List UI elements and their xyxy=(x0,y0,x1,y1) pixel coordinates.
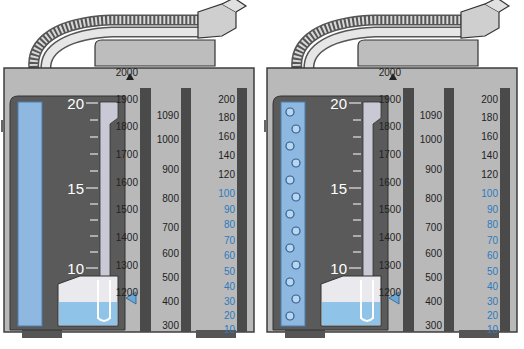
air-bubble xyxy=(292,193,300,201)
volume-scale-number: 50 xyxy=(224,267,235,277)
volume-scale-number: 400 xyxy=(162,297,179,307)
volume-scale-number: 1200 xyxy=(379,288,401,298)
air-bubble xyxy=(292,227,300,235)
volume-scale-number: 200 xyxy=(481,95,498,105)
volume-scale-number: 300 xyxy=(162,321,179,331)
volume-scale-number: 800 xyxy=(162,194,179,204)
air-bubble xyxy=(286,176,294,184)
volume-scale-number: 900 xyxy=(425,165,442,175)
volume-scale-number: 500 xyxy=(162,273,179,283)
volume-scale-number: 30 xyxy=(224,297,235,307)
air-bubble xyxy=(286,278,294,286)
volume-scale-number: 1700 xyxy=(379,150,401,160)
volume-scale-number: 1600 xyxy=(379,178,401,188)
air-bubble xyxy=(292,125,300,133)
volume-scale-number: 120 xyxy=(481,170,498,180)
volume-scale-number: 200 xyxy=(218,95,235,105)
volume-scale-number: 1000 xyxy=(157,135,179,145)
air-bubble xyxy=(292,159,300,167)
volume-scale-number: 1200 xyxy=(116,288,138,298)
volume-scale-number: 2000 xyxy=(116,68,138,78)
volume-scale-number: 180 xyxy=(481,113,498,123)
volume-scale-number: 700 xyxy=(162,223,179,233)
volume-scale-number: 1300 xyxy=(379,261,401,271)
volume-scale-number: 1800 xyxy=(379,122,401,132)
drainage-unit xyxy=(2,0,254,338)
air-bubble xyxy=(286,244,294,252)
volume-scale-number: 1400 xyxy=(379,233,401,243)
volume-scale-number: 80 xyxy=(224,220,235,230)
volume-scale-number: 10 xyxy=(487,325,498,335)
volume-scale-number: 160 xyxy=(218,132,235,142)
volume-scale-number: 70 xyxy=(224,236,235,246)
volume-scale-number: 800 xyxy=(425,194,442,204)
volume-scale-number: 700 xyxy=(425,223,442,233)
air-bubble xyxy=(292,261,300,269)
volume-scale-number: 100 xyxy=(481,189,498,199)
air-bubble xyxy=(286,210,294,218)
volume-scale-number: 60 xyxy=(487,251,498,261)
volume-scale-number: 1500 xyxy=(116,205,138,215)
volume-scale-number: 1700 xyxy=(116,150,138,160)
volume-scale-number: 500 xyxy=(425,273,442,283)
suction-scale-number: 10 xyxy=(330,261,347,276)
volume-scale-number: 2000 xyxy=(379,68,401,78)
volume-scale-number: 1500 xyxy=(379,205,401,215)
volume-scale-number: 1300 xyxy=(116,261,138,271)
suction-scale-number: 15 xyxy=(67,181,84,196)
volume-scale-number: 900 xyxy=(162,165,179,175)
volume-scale-number: 120 xyxy=(218,170,235,180)
volume-scale-number: 40 xyxy=(224,282,235,292)
volume-scale-number: 1090 xyxy=(157,111,179,121)
volume-scale-number: 1000 xyxy=(420,135,442,145)
volume-scale-number: 1090 xyxy=(420,111,442,121)
volume-scale-number: 70 xyxy=(487,236,498,246)
volume-scale-number: 100 xyxy=(218,189,235,199)
suction-scale-number: 15 xyxy=(330,181,347,196)
air-bubbles xyxy=(286,108,300,320)
volume-scale-number: 40 xyxy=(487,282,498,292)
suction-scale-number: 20 xyxy=(330,96,347,111)
volume-scale-number: 1900 xyxy=(116,95,138,105)
drainage-unit xyxy=(265,0,517,338)
volume-scale-number: 20 xyxy=(224,311,235,321)
volume-scale-number: 90 xyxy=(224,205,235,215)
volume-scale-number: 80 xyxy=(487,220,498,230)
air-bubble xyxy=(286,108,294,116)
volume-scale-number: 1400 xyxy=(116,233,138,243)
volume-scale-number: 600 xyxy=(425,249,442,259)
air-bubble xyxy=(292,295,300,303)
volume-scale-number: 1800 xyxy=(116,122,138,132)
volume-scale-number: 90 xyxy=(487,205,498,215)
volume-scale-number: 400 xyxy=(425,297,442,307)
volume-scale-number: 600 xyxy=(162,249,179,259)
volume-scale-number: 30 xyxy=(487,297,498,307)
volume-scale-number: 140 xyxy=(218,151,235,161)
air-bubble xyxy=(286,312,294,320)
volume-scale-number: 20 xyxy=(487,311,498,321)
suction-scale-number: 20 xyxy=(67,96,84,111)
volume-scale-number: 1900 xyxy=(379,95,401,105)
volume-scale-number: 140 xyxy=(481,151,498,161)
volume-scale-number: 50 xyxy=(487,267,498,277)
suction-scale-number: 10 xyxy=(67,261,84,276)
volume-scale-number: 1600 xyxy=(116,178,138,188)
volume-scale-number: 10 xyxy=(224,325,235,335)
air-bubble xyxy=(286,142,294,150)
volume-scale-number: 180 xyxy=(218,113,235,123)
volume-scale-number: 60 xyxy=(224,251,235,261)
volume-scale-number: 160 xyxy=(481,132,498,142)
volume-scale-number: 300 xyxy=(425,321,442,331)
